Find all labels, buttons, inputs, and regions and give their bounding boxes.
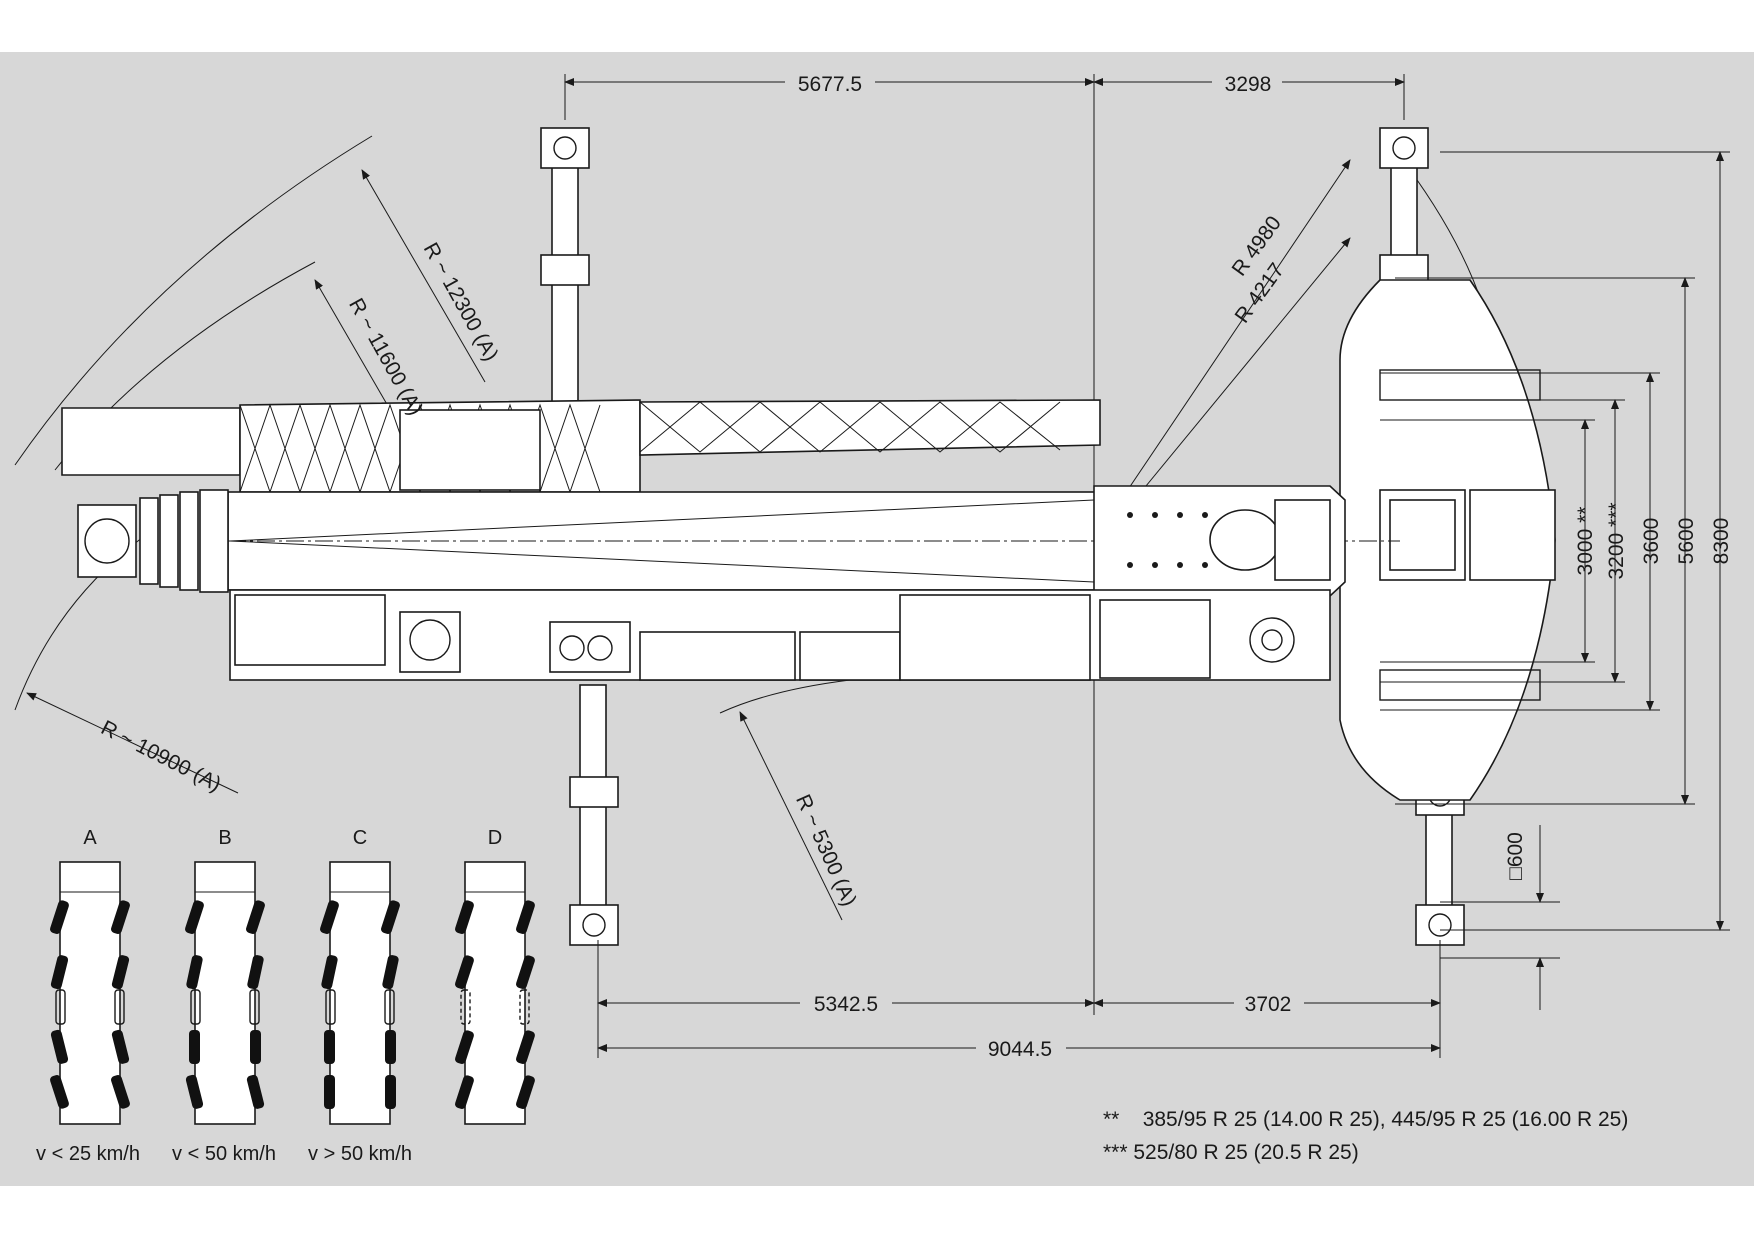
dim-8300: 8300	[1710, 518, 1733, 565]
footnote-1-mark: **	[1103, 1108, 1120, 1131]
footnote-2: *** 525/80 R 25 (20.5 R 25)	[1103, 1141, 1359, 1165]
steering-letter-c: C	[353, 827, 367, 849]
radius-12300: R ~ 12300 (A)	[419, 239, 503, 365]
crane-drawing: 5677.5 3298 5342.5 3702 9044.5 3000 ** 3…	[14, 70, 1733, 1165]
radius-5300: R ~ 5300 (A)	[791, 791, 861, 910]
footnote-1: ** 385/95 R 25 (14.00 R 25), 445/95 R 25…	[1103, 1108, 1628, 1132]
dim-top-right: 3298	[1225, 73, 1272, 96]
steering-letter-b: B	[218, 827, 231, 849]
steering-mode-b	[185, 861, 265, 1125]
footnote-2-mark: ***	[1103, 1141, 1128, 1164]
dim-3200: 3200 ***	[1605, 502, 1628, 579]
drawing-sheet: 5677.5 3298 5342.5 3702 9044.5 3000 ** 3…	[0, 52, 1754, 1186]
steering-speed-a: v < 25 km/h	[36, 1143, 140, 1165]
steering-letter-d: D	[488, 827, 502, 849]
steering-mode-d	[455, 861, 535, 1125]
counterweight	[1339, 279, 1556, 801]
steering-letter-a: A	[83, 827, 97, 849]
dim-pad-600: □600	[1504, 832, 1527, 880]
dim-5600: 5600	[1675, 518, 1698, 565]
radius-10900: R ~ 10900 (A)	[97, 716, 224, 796]
outriggers	[540, 127, 1465, 946]
dim-bottom-right: 3702	[1245, 993, 1292, 1016]
radius-11600: R ~ 11600 (A)	[344, 295, 427, 420]
footnote-2-text: 525/80 R 25 (20.5 R 25)	[1133, 1141, 1359, 1164]
right-dimensions	[1380, 151, 1730, 1010]
dimension-labels: 5677.5 3298 5342.5 3702 9044.5 3000 ** 3…	[785, 70, 1733, 1062]
carrier-chassis	[229, 589, 1331, 681]
steering-mode-c	[320, 861, 400, 1125]
steering-labels: A B C D v < 25 km/h v < 50 km/h v > 50 k…	[36, 827, 502, 1165]
telescopic-boom	[77, 489, 1400, 593]
superstructure	[1093, 485, 1346, 597]
dim-bottom-total: 9044.5	[988, 1038, 1052, 1061]
steering-mode-a	[50, 861, 130, 1125]
lattice-jib	[61, 399, 1101, 494]
dim-3000: 3000 **	[1574, 507, 1597, 576]
dim-top-left: 5677.5	[798, 73, 862, 96]
dim-bottom-left: 5342.5	[814, 993, 878, 1016]
steering-diagrams	[50, 861, 535, 1125]
footnote-1-text: 385/95 R 25 (14.00 R 25), 445/95 R 25 (1…	[1142, 1108, 1629, 1131]
steering-speed-b: v < 50 km/h	[172, 1143, 276, 1165]
steering-speed-c: v > 50 km/h	[308, 1143, 412, 1165]
dim-3600: 3600	[1640, 518, 1663, 565]
